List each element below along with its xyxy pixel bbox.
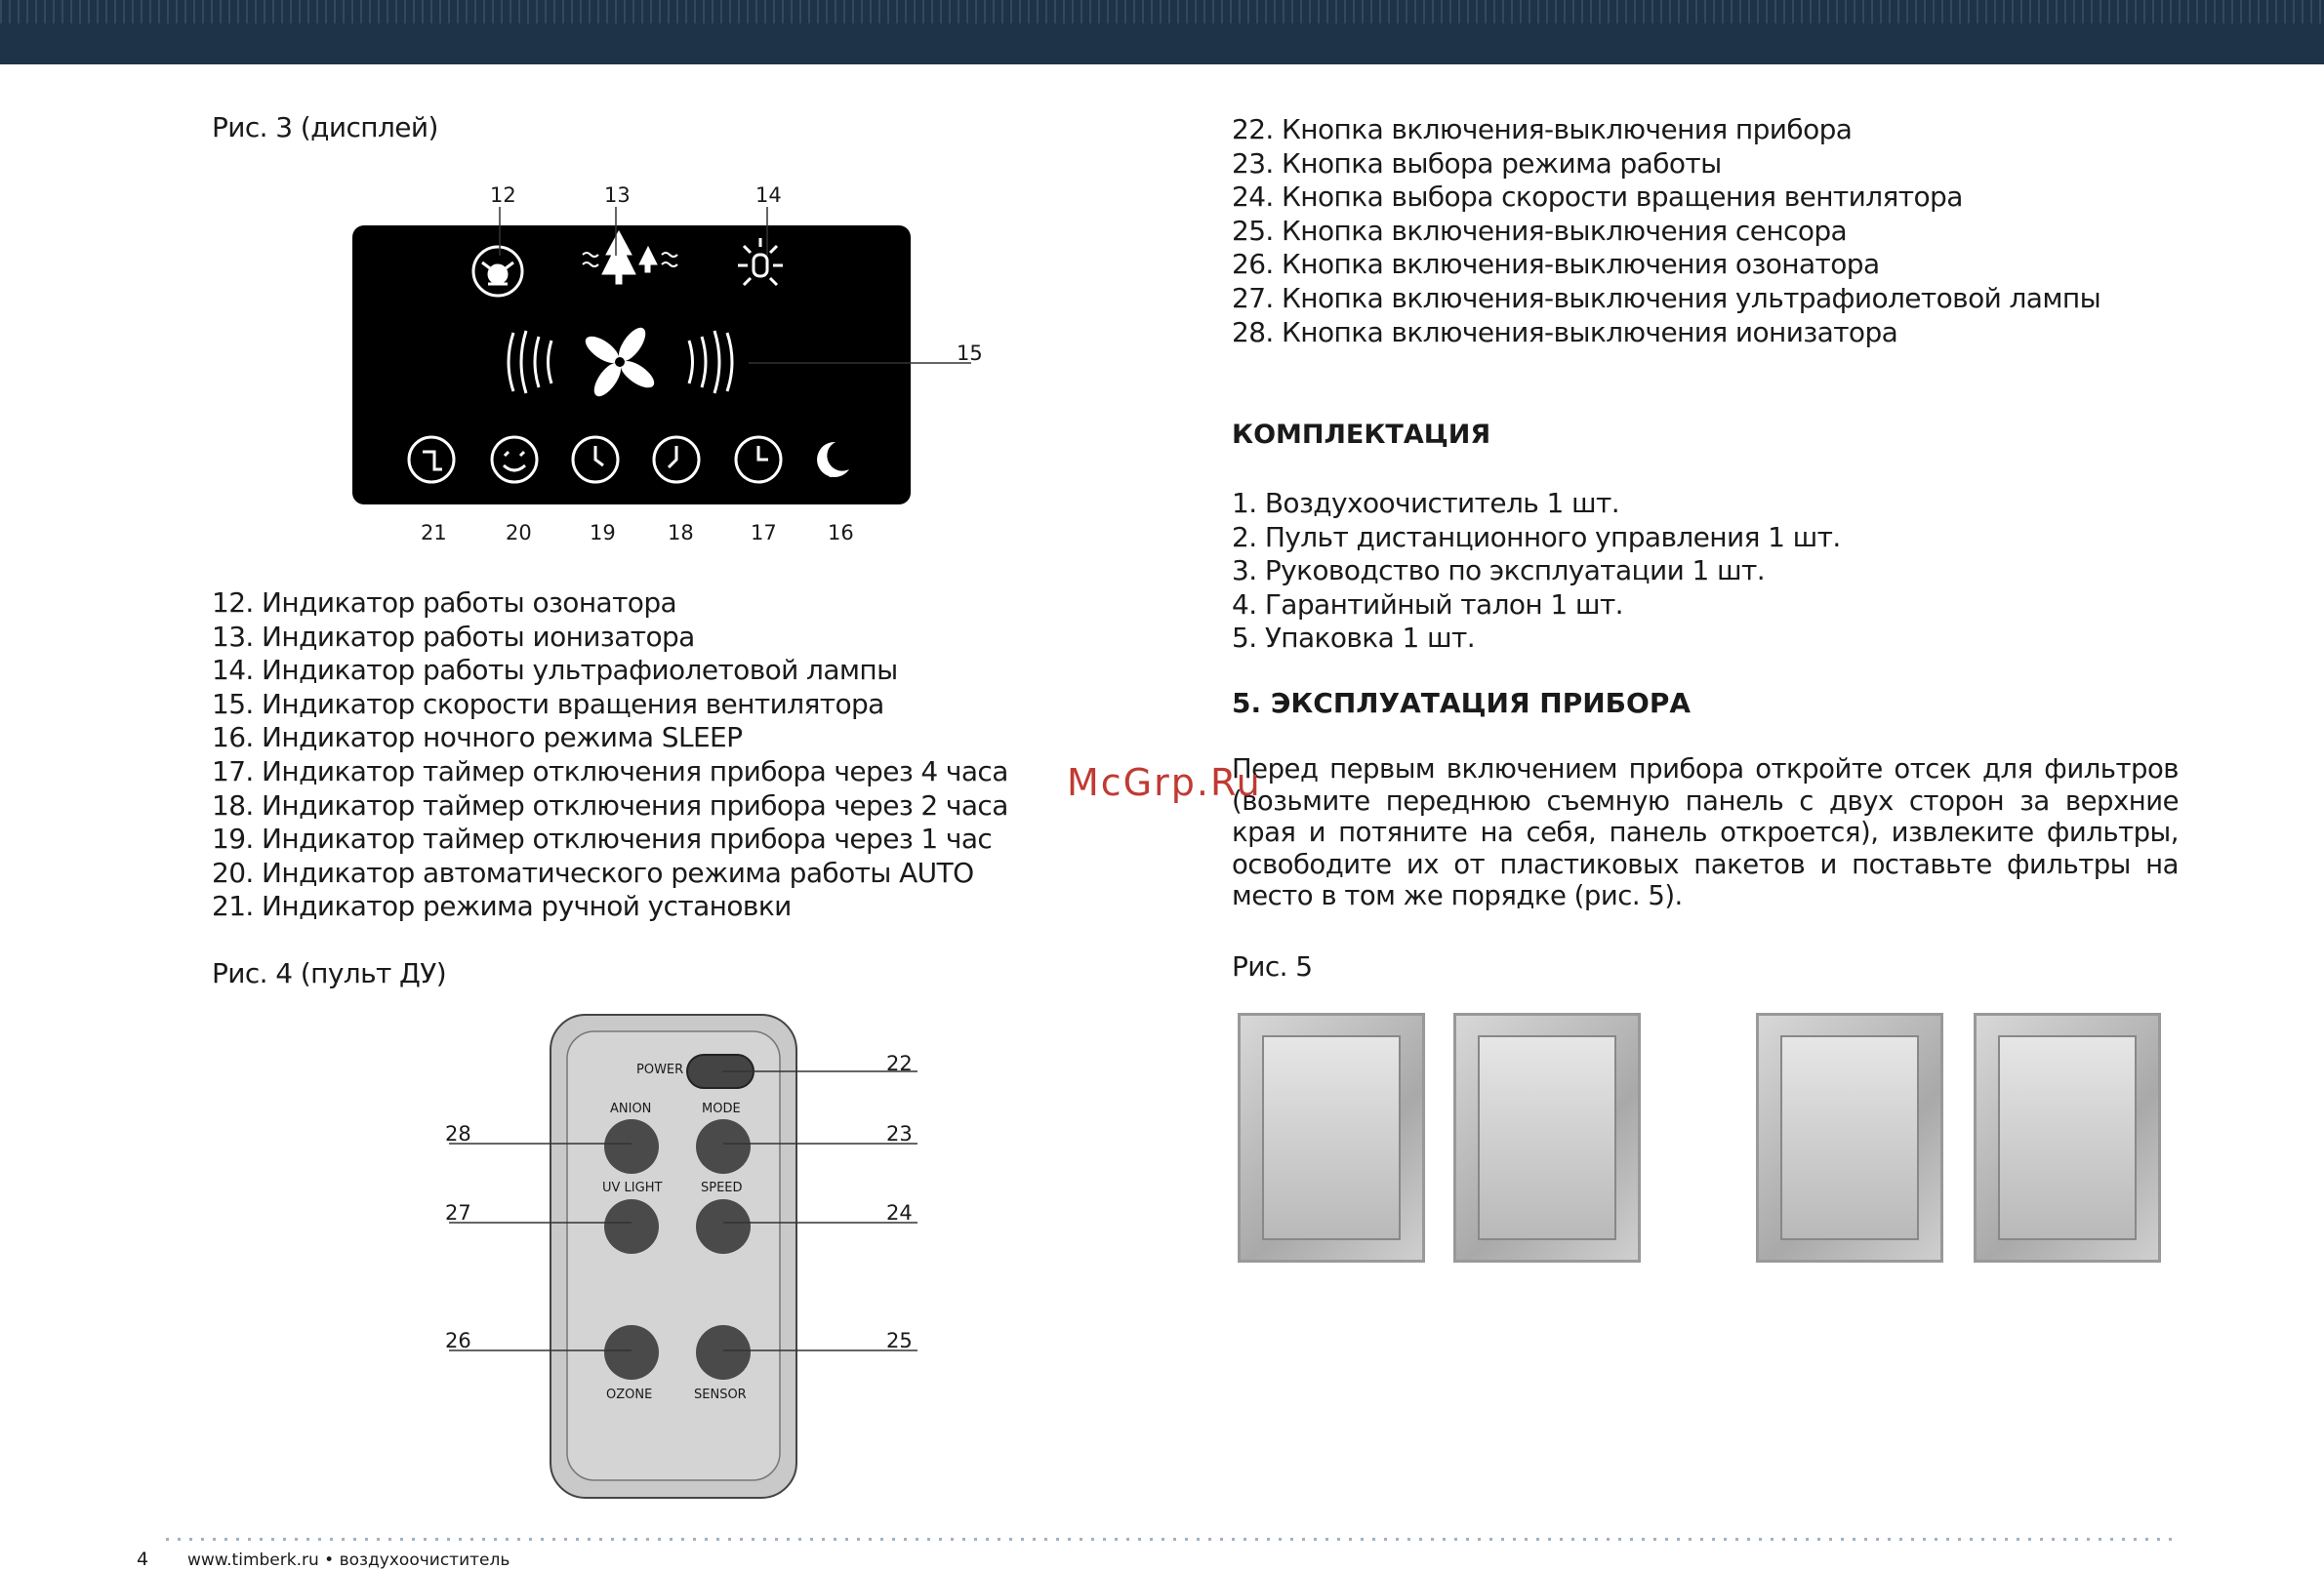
display-panel (352, 225, 911, 504)
list-item: 17. Индикатор таймер отключения прибора … (212, 754, 1008, 787)
list-item: 25. Кнопка включения-выключения сенсора (1232, 214, 1848, 247)
footer-site-link[interactable]: www.timberk.ru • воздухоочиститель (187, 1550, 510, 1570)
list-item: 13. Индикатор работы ионизатора (212, 620, 695, 653)
page-number: 4 (137, 1549, 149, 1570)
fig4-caption: Рис. 4 (пульт ДУ) (212, 957, 447, 989)
anion-label: ANION (610, 1102, 652, 1116)
list-item: 24. Кнопка выбора скорости вращения вент… (1232, 181, 1963, 214)
list-item: 19. Индикатор таймер отключения прибора … (212, 823, 993, 856)
fig3-caption: Рис. 3 (дисплей) (212, 111, 438, 143)
sensor-button (696, 1325, 751, 1380)
label-14: 14 (755, 183, 782, 207)
list-item: 3. Руководство по эксплуатации 1 шт. (1232, 554, 1766, 587)
label-28: 28 (445, 1122, 471, 1146)
watermark: McGrp.Ru (1067, 761, 1262, 804)
fig5-photo-4 (1974, 1013, 2161, 1263)
remote-items-list: 22. Кнопка включения-выключения прибора … (1232, 113, 2101, 349)
uv-lamp-indicator-icon (738, 238, 783, 287)
list-item: 22. Кнопка включения-выключения прибора (1232, 113, 1853, 145)
label-15: 15 (957, 342, 983, 365)
auto-mode-indicator-icon (490, 435, 539, 484)
list-item: 2. Пульт дистанционного управления 1 шт. (1232, 520, 1841, 553)
header-stripes (0, 0, 2324, 23)
footer-divider (166, 1538, 2177, 1541)
list-item: 4. Гарантийный талон 1 шт. (1232, 587, 1624, 621)
timer-1h-indicator-icon (571, 435, 620, 484)
label-21: 21 (421, 521, 447, 544)
label-22: 22 (886, 1052, 913, 1075)
ozone-button (604, 1325, 659, 1380)
header-band (0, 0, 2324, 64)
speed-label: SPEED (701, 1181, 743, 1195)
operation-paragraph: Перед первым включением прибора откройте… (1232, 753, 2180, 912)
operation-heading: 5. ЭКСПЛУАТАЦИЯ ПРИБОРА (1232, 687, 1692, 719)
uv-light-button (604, 1199, 659, 1254)
remote-control (449, 1014, 917, 1499)
kit-heading: КОМПЛЕКТАЦИЯ (1232, 420, 1491, 450)
label-13: 13 (604, 183, 631, 207)
list-item: 28. Кнопка включения-выключения ионизато… (1232, 315, 1898, 348)
kit-items-list: 1. Воздухоочиститель 1 шт. 2. Пульт дист… (1232, 487, 1841, 656)
fig5-photo-1 (1238, 1013, 1425, 1263)
manual-mode-indicator-icon (407, 435, 456, 484)
label-19: 19 (590, 521, 616, 544)
power-label: POWER (636, 1063, 684, 1077)
list-item: 26. Кнопка включения-выключения озонатор… (1232, 248, 1880, 281)
display-items-list: 12. Индикатор работы озонатора 13. Индик… (212, 586, 1008, 924)
mode-button (696, 1119, 751, 1174)
list-item: 12. Индикатор работы озонатора (212, 586, 677, 619)
fig5-photo-2 (1453, 1013, 1641, 1263)
list-item: 18. Индикатор таймер отключения прибора … (212, 788, 1008, 822)
fig5-caption: Рис. 5 (1232, 950, 1313, 983)
timer-2h-indicator-icon (652, 435, 701, 484)
ozone-indicator-icon (471, 245, 524, 298)
speed-button (696, 1199, 751, 1254)
list-item: 15. Индикатор скорости вращения вентилят… (212, 687, 884, 720)
uv-light-label: UV LIGHT (602, 1181, 663, 1195)
anion-button (604, 1119, 659, 1174)
fan-speed-indicator-icon (507, 327, 734, 397)
label-26: 26 (445, 1329, 471, 1352)
label-17: 17 (751, 521, 777, 544)
label-20: 20 (506, 521, 532, 544)
ionizer-indicator-icon (582, 229, 678, 285)
label-18: 18 (668, 521, 694, 544)
list-item: 14. Индикатор работы ультрафиолетовой ла… (212, 654, 898, 687)
timer-4h-indicator-icon (734, 435, 783, 484)
display-icons (407, 229, 849, 484)
list-item: 23. Кнопка выбора режима работы (1232, 146, 1722, 180)
list-item: 1. Воздухоочиститель 1 шт. (1232, 487, 1620, 519)
mode-label: MODE (702, 1102, 741, 1116)
list-item: 21. Индикатор режима ручной установки (212, 890, 792, 923)
display-leader-lines (499, 207, 971, 364)
list-item: 16. Индикатор ночного режима SLEEP (212, 721, 743, 754)
label-25: 25 (886, 1329, 913, 1352)
sleep-mode-indicator-icon (817, 441, 849, 477)
list-item: 20. Индикатор автоматического режима раб… (212, 856, 974, 889)
label-16: 16 (828, 521, 854, 544)
label-24: 24 (886, 1201, 913, 1225)
ozone-label: OZONE (606, 1388, 653, 1402)
list-item: 27. Кнопка включения-выключения ультрафи… (1232, 281, 2101, 314)
label-27: 27 (445, 1201, 471, 1225)
sensor-label: SENSOR (694, 1388, 747, 1402)
label-12: 12 (490, 183, 516, 207)
fig5-photo-3 (1756, 1013, 1943, 1263)
list-item: 5. Упаковка 1 шт. (1232, 622, 1476, 655)
label-23: 23 (886, 1122, 913, 1146)
